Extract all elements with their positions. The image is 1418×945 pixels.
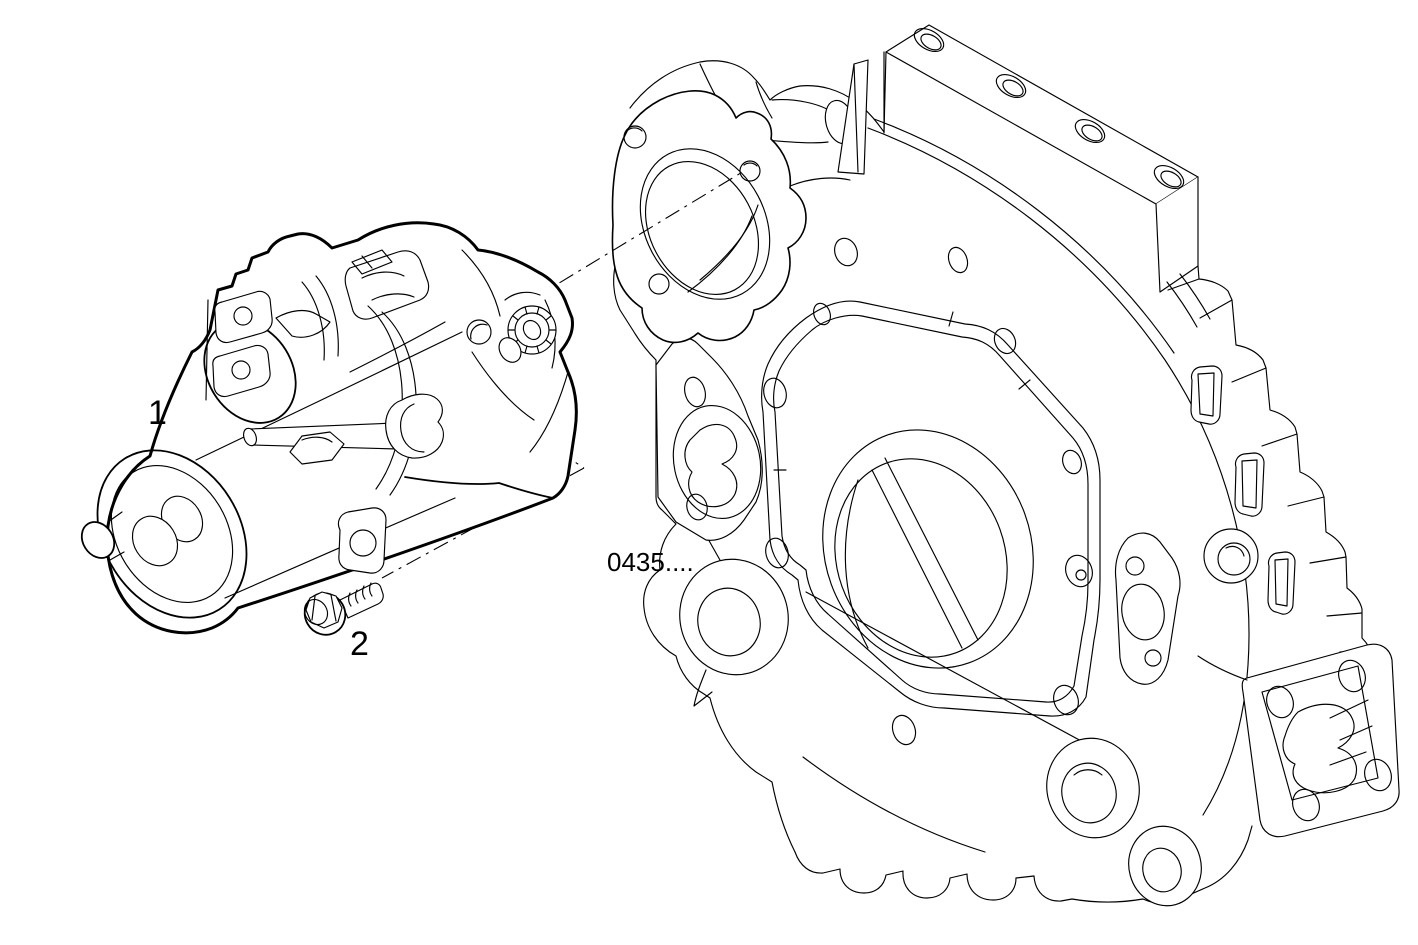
housing-left-edge: [613, 261, 796, 853]
pinion-gear: [498, 305, 557, 363]
left-port-panel: [655, 337, 763, 541]
right-round-boss: [1203, 528, 1259, 584]
lower-left-boss: [679, 558, 789, 707]
face-edge-line: [805, 591, 1121, 763]
callout-2: 2: [350, 625, 369, 663]
terminal-stud-lower: [231, 360, 251, 380]
end-cap-stub: [131, 515, 179, 567]
centerline-starter-to-housing: [479, 170, 745, 332]
mounting-bolt-drawing: [303, 582, 384, 636]
bottom-right-boss: [1128, 825, 1202, 907]
housing-top-mounting-block: [883, 24, 1199, 293]
block-bolt-holes: [913, 27, 1185, 190]
lever-fork: [385, 393, 444, 459]
rib-slots: [1190, 365, 1296, 615]
central-opening: [822, 429, 1034, 669]
gasket-outline: [761, 300, 1101, 717]
starter-end-cap: [80, 449, 248, 619]
starter-motor-drawing: [80, 221, 578, 635]
part-reference-label: 0435....: [607, 547, 694, 577]
housing-rim: [867, 118, 1373, 816]
starter-drive-flange: [404, 249, 569, 499]
starter-mounting-ear: [337, 507, 387, 574]
drive-housing-bracket: [344, 250, 430, 320]
flange-bolt-hole: [466, 319, 492, 345]
bottom-center-boss: [1046, 737, 1140, 839]
bottom-right-mounting-pad: [1197, 643, 1400, 838]
terminal-stud-upper: [233, 306, 253, 326]
end-cap-knob: [80, 521, 116, 559]
bolt-head: [303, 591, 347, 636]
starter-connector-block: [205, 290, 331, 401]
lever-pivot-tab: [289, 431, 345, 465]
callout-1: 1: [148, 394, 167, 432]
starter-mounting-flange: [611, 90, 851, 344]
housing-face-holes: [813, 237, 969, 746]
face-edge-line-2: [802, 756, 986, 853]
flywheel-housing-drawing: [611, 24, 1400, 907]
housing-fin: [837, 59, 869, 175]
bolt-threads: [348, 582, 373, 607]
bolt-shank: [339, 582, 384, 619]
right-oval-plate: [1114, 532, 1181, 685]
gasket-bolt-tabs: [763, 311, 1093, 716]
